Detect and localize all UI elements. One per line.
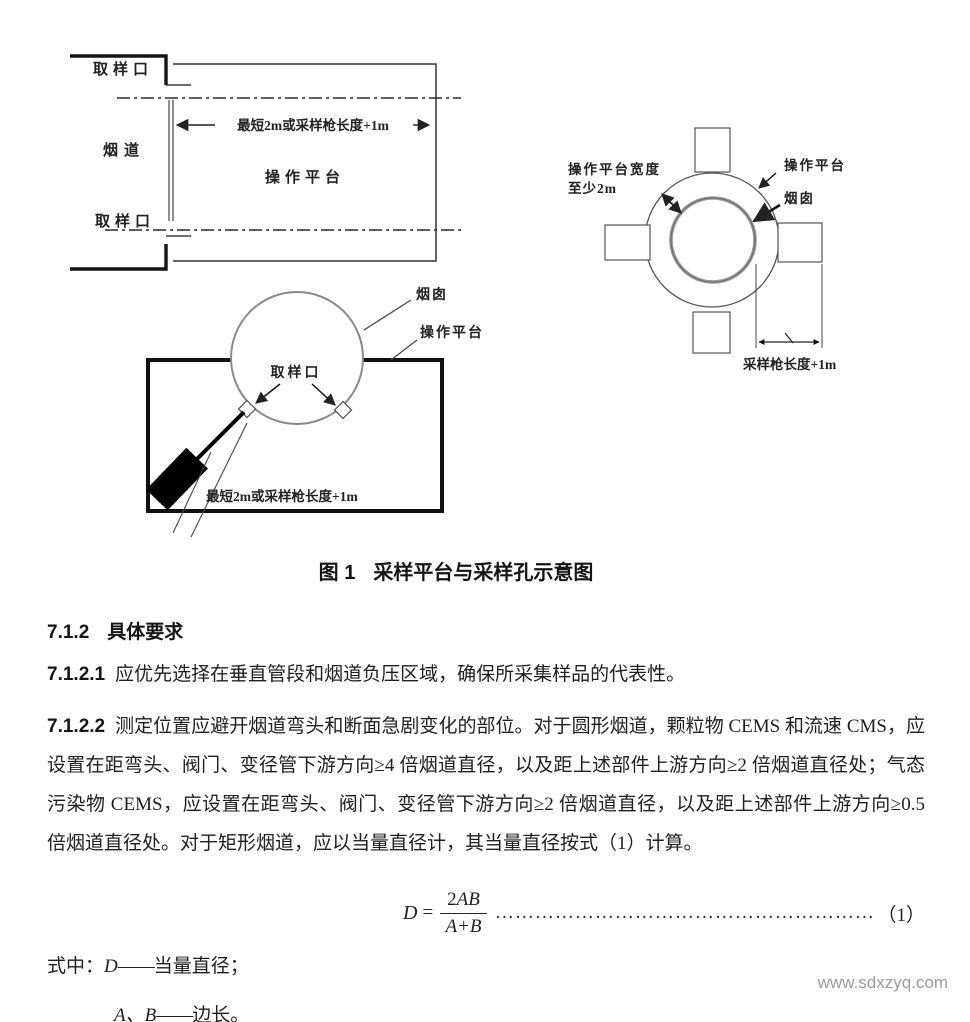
- clause-heading: 7.1.2 具体要求: [47, 617, 925, 644]
- where-clause-ab: A、B——边长。: [47, 1001, 925, 1022]
- where-ab-symbol: A、B: [114, 1005, 157, 1022]
- side-chimney-circle: [230, 291, 364, 425]
- sampling-gun: [146, 410, 246, 511]
- side-port-label: 取样口: [271, 364, 322, 381]
- plan-platform-label: 操作平台: [784, 157, 846, 173]
- side-chimney-label: 烟囱: [416, 286, 448, 303]
- where-label: 式中：: [47, 956, 105, 977]
- figure-caption: 图 1 采样平台与采样孔示意图: [0, 556, 912, 585]
- duct-walls: [70, 54, 191, 271]
- platform-width-arrow: [661, 193, 682, 214]
- duct-diagram: 取样口 烟道 取样口 操作平台 最短2m或采样枪长度+1m: [70, 54, 461, 271]
- platform-tabs: [604, 127, 823, 354]
- equation-lhs: D: [403, 901, 418, 924]
- where-d-dash: ——: [117, 956, 155, 977]
- plan-platform-leader-arrow: [758, 172, 777, 189]
- chimney-wall-circle: [669, 196, 757, 284]
- clause-7122-text: 测定位置应避开烟道弯头和断面急剧变化的部位。对于圆形烟道，颗粒物 CEMS 和流…: [47, 716, 925, 854]
- plan-dimension: [755, 264, 823, 348]
- duct-dimension-label: 最短2m或采样枪长度+1m: [237, 117, 389, 133]
- where-clause-d: 式中：D——当量直径；: [47, 952, 925, 982]
- side-chimney-leader: [363, 299, 412, 331]
- plan-width-note-line1: 操作平台宽度: [568, 161, 661, 177]
- side-platform-label: 操作平台: [420, 324, 484, 341]
- clause-7121-text: 应优先选择在垂直管段和烟道负压区域，确保所采集样品的代表性。: [115, 664, 686, 685]
- clause-7122-number: 7.1.2.2: [47, 716, 106, 737]
- side-port-arrows: [255, 383, 336, 406]
- equation-dot-leader: ……………………………………………………..: [494, 902, 874, 923]
- plan-width-note-line2: 至少2m: [568, 181, 617, 196]
- clause-7121: 7.1.2.1 应优先选择在垂直管段和烟道负压区域，确保所采集样品的代表性。: [47, 662, 925, 688]
- plan-chimney-label: 烟囱: [784, 190, 815, 206]
- duct-top-port-label: 取样口: [93, 60, 153, 78]
- clause-heading-number: 7.1.2: [47, 622, 90, 643]
- port-centerlines: [105, 97, 461, 231]
- where-ab-dash: ——: [156, 1005, 193, 1022]
- chimney-plan-diagram: 操作平台宽度 至少2m 操作平台 烟囱 采样枪长度+1m: [568, 127, 846, 372]
- equation-fraction: 2AB A+B: [440, 889, 487, 938]
- platform-outline: [168, 63, 437, 262]
- chimney-side-diagram: 取样口 烟囱 操作平台 最短2m或采样枪长度+1m: [146, 286, 484, 538]
- side-dimension-lines: [172, 422, 248, 538]
- numerator-coefficient: 2: [447, 888, 457, 910]
- clause-heading-title: 具体要求: [107, 622, 184, 643]
- where-d-description: 当量直径；: [153, 956, 249, 977]
- equation-denominator: A+B: [445, 915, 482, 937]
- figure-caption-title: 采样平台与采样孔示意图: [373, 562, 594, 584]
- clause-7121-number: 7.1.2.1: [47, 664, 106, 685]
- numerator-variables: AB: [456, 888, 480, 910]
- duct-label: 烟道: [103, 141, 145, 159]
- duct-platform-label: 操作平台: [265, 168, 345, 186]
- watermark: www.sdxzyq.com: [817, 973, 948, 992]
- clause-content: 7.1.2 具体要求 7.1.2.1 应优先选择在垂直管段和烟道负压区域，确保所采集…: [47, 617, 925, 1022]
- figure-caption-number: 图 1: [318, 562, 356, 584]
- equation-numerator: 2AB: [440, 889, 487, 914]
- side-platform-leader: [390, 339, 418, 361]
- where-ab-description: 边长。: [192, 1005, 250, 1022]
- duct-bottom-port-label: 取样口: [95, 212, 155, 230]
- plan-dimension-label: 采样枪长度+1m: [743, 356, 837, 372]
- equation-number: （1）: [877, 904, 925, 926]
- plan-chimney-leader-arrow: [752, 202, 781, 223]
- where-d-symbol: D: [104, 956, 118, 977]
- equation-1: D = 2AB A+B …………………………………………………….. （1）: [47, 882, 925, 944]
- equation-equals: =: [422, 902, 434, 923]
- side-dimension-label: 最短2m或采样枪长度+1m: [206, 488, 358, 504]
